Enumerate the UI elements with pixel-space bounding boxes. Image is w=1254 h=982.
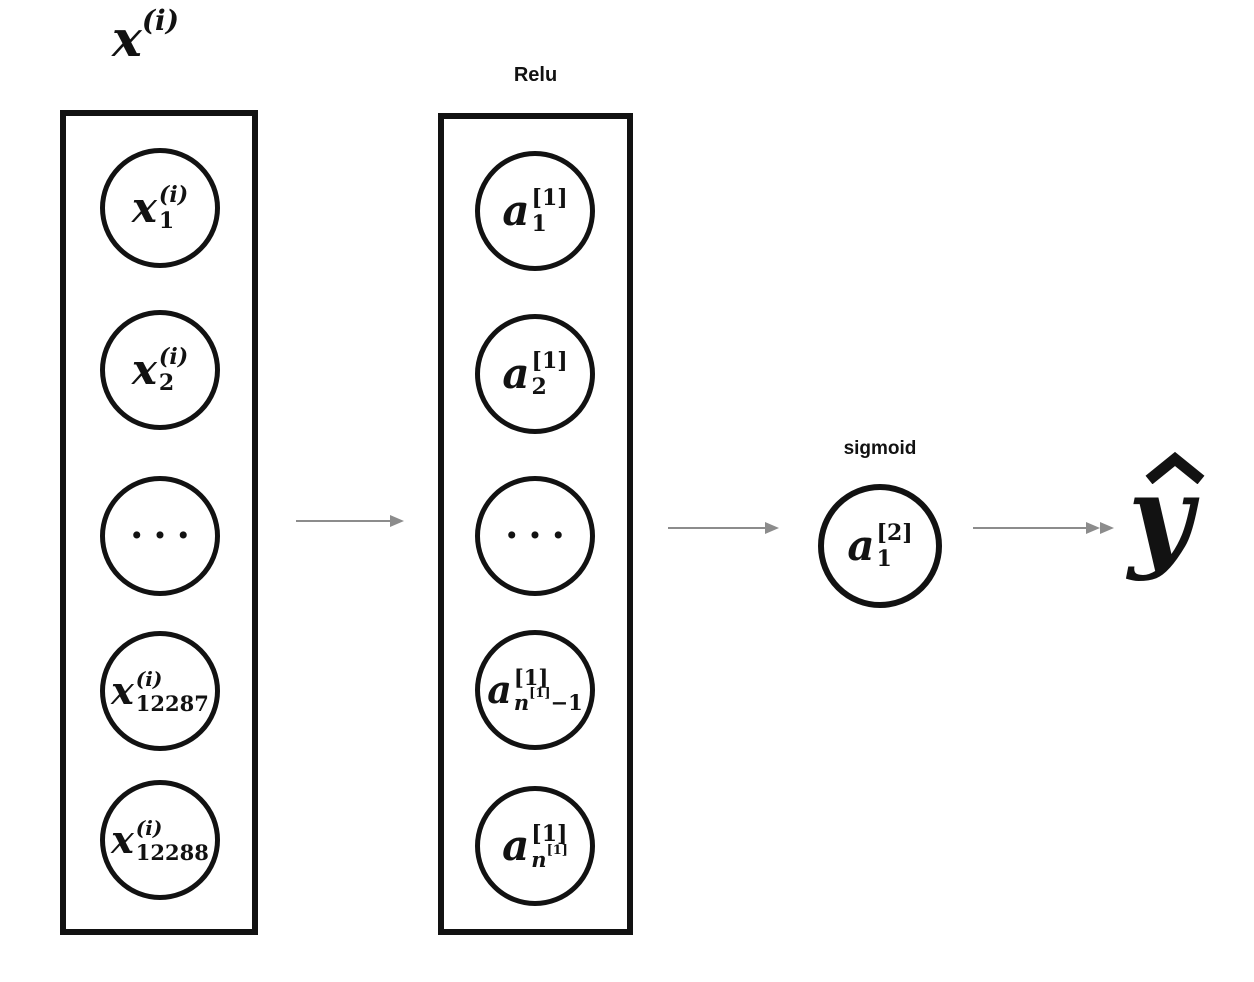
hidden-node-1: a [1] 1 <box>475 151 595 271</box>
input-vector-title-sup: (i) <box>141 4 179 37</box>
arrow-input-to-hidden <box>296 515 404 527</box>
hidden-activation-label: Relu <box>513 64 558 86</box>
input-node-1: x (i) 1 <box>100 148 220 268</box>
prediction-output: y <box>1126 438 1236 613</box>
arrow-output-to-prediction <box>973 522 1114 534</box>
hat-accent <box>1145 451 1205 484</box>
output-node: a [2] 1 <box>818 484 942 608</box>
input-vector-title: x(i) <box>112 4 179 68</box>
hidden-node-n-minus-1: a [1] n[1]−1 <box>475 630 595 750</box>
input-node-2: x (i) 2 <box>100 310 220 430</box>
input-node-12287-label: x (i) 12287 <box>111 666 209 716</box>
hidden-node-n: a [1] n[1] <box>475 786 595 906</box>
input-node-12287: x (i) 12287 <box>100 631 220 751</box>
hidden-node-2: a [1] 2 <box>475 314 595 434</box>
ellipsis-dots: ... <box>130 502 200 547</box>
input-node-1-label: x (i) 1 <box>131 182 189 234</box>
hidden-node-ellipsis: ... <box>475 476 595 596</box>
input-node-2-label: x (i) 2 <box>131 344 189 396</box>
hidden-node-n-label: a [1] n[1] <box>502 820 568 872</box>
ellipsis-dots: ... <box>505 502 575 547</box>
arrow-hidden-to-output <box>668 522 779 534</box>
hidden-node-n-minus-1-label: a [1] n[1]−1 <box>487 665 583 715</box>
input-node-12288-label: x (i) 12288 <box>111 815 209 865</box>
output-activation-label: sigmoid <box>843 438 917 459</box>
input-vector-title-base: x <box>112 9 142 68</box>
hidden-node-2-label: a [1] 2 <box>502 348 568 400</box>
input-node-ellipsis: ... <box>100 476 220 596</box>
output-node-label: a [2] 1 <box>847 520 913 572</box>
hidden-node-1-label: a [1] 1 <box>502 185 568 237</box>
prediction-letter: y <box>1128 452 1194 583</box>
input-node-12288: x (i) 12288 <box>100 780 220 900</box>
